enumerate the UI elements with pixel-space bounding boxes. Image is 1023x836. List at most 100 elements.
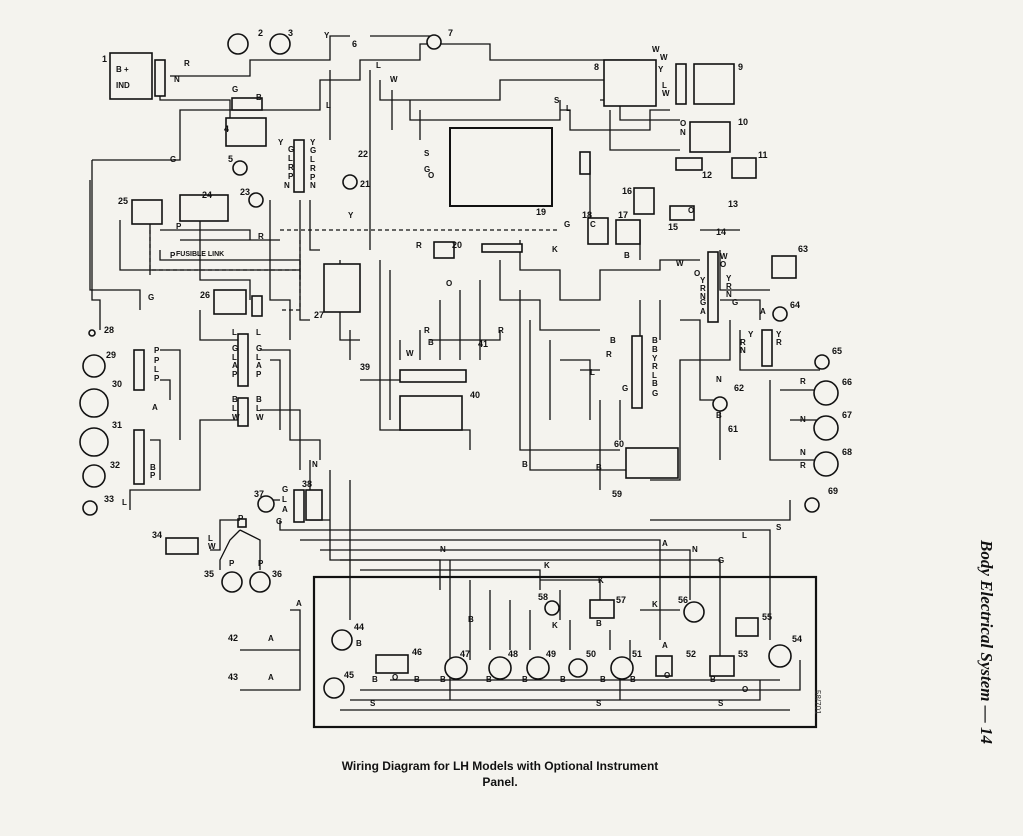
component-number-60: 60 (614, 439, 624, 449)
component-number-38: 38 (302, 479, 312, 489)
wire-color-label: R (740, 338, 746, 347)
wire-color-label: R (424, 326, 430, 335)
wire-color-label: L (208, 534, 213, 543)
wire-color-label: P (150, 471, 156, 480)
wire-color-label: B (710, 675, 716, 684)
wire-color-label: W (660, 53, 668, 62)
component-number-1: 1 (102, 54, 107, 64)
wire-color-label: P (229, 559, 235, 568)
component-number-45: 45 (344, 670, 354, 680)
wire-color-label: L (232, 328, 237, 337)
wire-color-label: R (606, 350, 612, 359)
wire-color-label: B (486, 675, 492, 684)
wire-color-label: O (688, 206, 694, 215)
wire-color-label: R (184, 59, 190, 68)
wire-color-label: L (256, 353, 261, 362)
component-number-49: 49 (546, 649, 556, 659)
component-number-31: 31 (112, 420, 122, 430)
wire-color-label: A (268, 673, 274, 682)
wire-color-label: W (676, 259, 684, 268)
component-number-28: 28 (104, 325, 114, 335)
wire-color-label: G (732, 298, 738, 307)
component-number-8: 8 (594, 62, 599, 72)
wire-color-label: R (498, 326, 504, 335)
component-number-19: 19 (536, 207, 546, 217)
wire-color-label: L (232, 353, 237, 362)
wire-color-label: B (596, 463, 602, 472)
component-number-67: 67 (842, 410, 852, 420)
wire-color-label: P (176, 222, 182, 231)
reference-code: 58/701 (813, 690, 822, 715)
wire-color-label: B (596, 619, 602, 628)
wire-color-label: O (446, 279, 452, 288)
wire-color-label: L (288, 154, 293, 163)
diagram-caption: Wiring Diagram for LH Models with Option… (300, 758, 700, 790)
component-number-9: 9 (738, 62, 743, 72)
wire-color-label: A (296, 599, 302, 608)
wire-color-label: N (740, 346, 746, 355)
wire-color-label: B (232, 395, 238, 404)
wire-color-label: S (554, 96, 560, 105)
alternator-terminal-ind: IND (116, 81, 130, 90)
component-number-47: 47 (460, 649, 470, 659)
wire-color-label: W (662, 89, 670, 98)
wire-color-label: R (800, 461, 806, 470)
wire-color-label: B (522, 460, 528, 469)
wire-color-label: K (652, 600, 658, 609)
component-number-62: 62 (734, 383, 744, 393)
component-number-36: 36 (272, 569, 282, 579)
wire-color-label: N (726, 290, 732, 299)
component-number-64: 64 (790, 300, 800, 310)
wire-color-label: L (122, 498, 127, 507)
component-number-50: 50 (586, 649, 596, 659)
component-number-41: 41 (478, 339, 488, 349)
component-number-14: 14 (716, 227, 726, 237)
wire-color-label: A (282, 505, 288, 514)
component-number-5: 5 (228, 154, 233, 164)
wire-color-label: R (726, 282, 732, 291)
component-number-42: 42 (228, 633, 238, 643)
alternator-labels: B + IND FUSIBLE LINK (116, 65, 224, 258)
component-number-66: 66 (842, 377, 852, 387)
wire-color-label: R (700, 284, 706, 293)
wire-color-label: O (428, 171, 434, 180)
component-number-7: 7 (448, 28, 453, 38)
wire-color-label: B (256, 395, 262, 404)
wire-color-label: G (232, 85, 238, 94)
battery-box (179, 194, 229, 222)
wire-color-label: L (154, 365, 159, 374)
component-number-35: 35 (204, 569, 214, 579)
wire-color-label: R (416, 241, 422, 250)
component-number-61: 61 (728, 424, 738, 434)
wire-color-label: B (560, 675, 566, 684)
wire-color-label: W (652, 45, 660, 54)
wire-color-label: N (680, 128, 686, 137)
dashed-wiring (149, 229, 560, 311)
component-number-37: 37 (254, 489, 264, 499)
wire-color-label: L (256, 328, 261, 337)
wire-color-label: L (326, 101, 331, 110)
wire-color-label: Y (348, 211, 354, 220)
wire-color-label: Y (658, 65, 664, 74)
wire-color-label: L (566, 104, 571, 113)
component-number-48: 48 (508, 649, 518, 659)
component-number-27: 27 (314, 310, 324, 320)
alternator-box (109, 52, 153, 100)
wire-color-label: A (152, 403, 158, 412)
wire-color-label: L (310, 155, 315, 164)
wire-color-label: R (652, 362, 658, 371)
wire-color-label: P (232, 370, 238, 379)
wire-color-label: A (256, 361, 262, 370)
wire-color-label: O (680, 119, 686, 128)
wire-color-label: G (276, 517, 282, 526)
component-number-43: 43 (228, 672, 238, 682)
component-number-46: 46 (412, 647, 422, 657)
wire-color-label: O (694, 269, 700, 278)
wire-color-label: B (356, 639, 362, 648)
wire-color-label: R (258, 232, 264, 241)
wire-color-label: A (232, 361, 238, 370)
component-number-15: 15 (668, 222, 678, 232)
wire-color-label: B (652, 379, 658, 388)
wire-color-label: L (256, 404, 261, 413)
